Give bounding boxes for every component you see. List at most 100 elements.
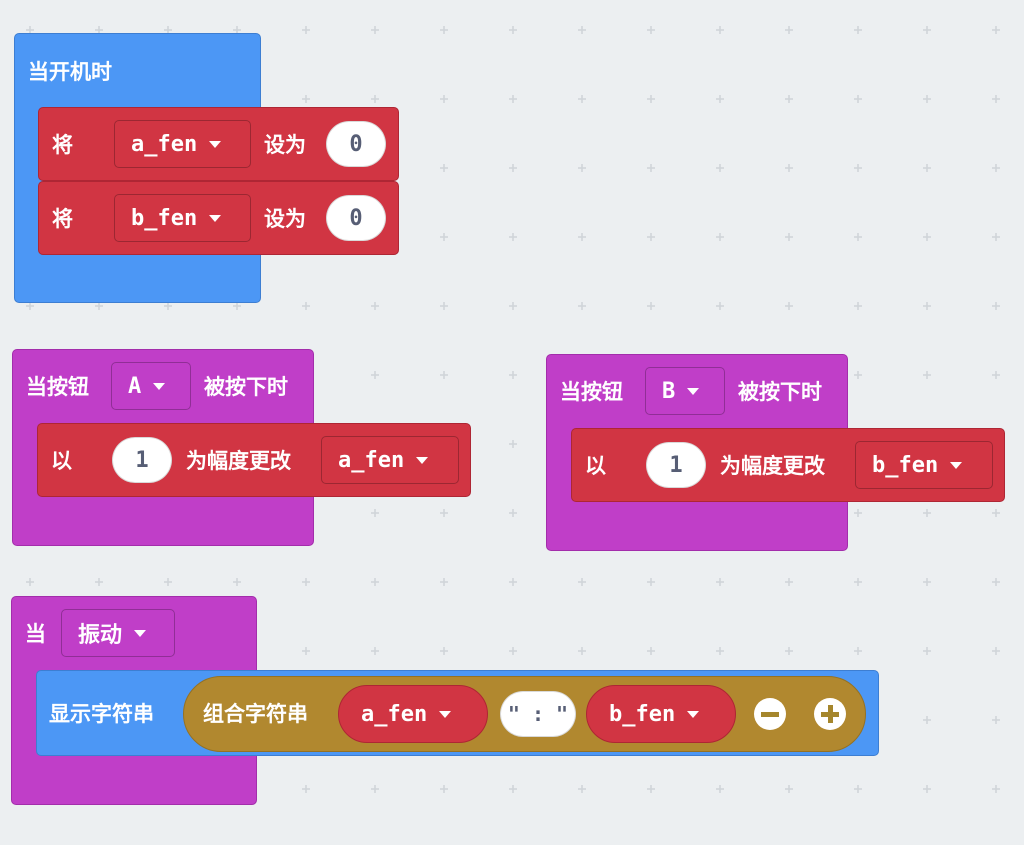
plus-bar-v xyxy=(827,705,833,723)
dropdown-caret-icon xyxy=(687,710,700,718)
dropdown-caret-icon xyxy=(950,461,963,469)
grid-cross xyxy=(647,26,655,34)
grid-cross xyxy=(854,785,862,793)
separator-text-input[interactable]: " : " xyxy=(500,691,576,737)
button-dropdown-a[interactable]: A xyxy=(111,362,191,410)
grid-cross xyxy=(440,371,448,379)
grid-cross xyxy=(923,164,931,172)
variable-name: a_fen xyxy=(131,131,198,157)
change-by-label: 为幅度更改 xyxy=(720,454,825,478)
grid-cross xyxy=(371,509,379,517)
variable-reporter-a-fen[interactable]: a_fen xyxy=(338,685,488,743)
grid-cross xyxy=(440,578,448,586)
grid-cross xyxy=(992,578,1000,586)
grid-cross xyxy=(854,509,862,517)
variable-reporter-b-fen[interactable]: b_fen xyxy=(586,685,736,743)
grid-cross xyxy=(578,302,586,310)
set-keyword: 将 xyxy=(52,207,73,231)
gesture-dropdown[interactable]: 振动 xyxy=(61,609,175,657)
on-button-suffix: 被按下时 xyxy=(738,380,822,404)
grid-cross xyxy=(785,785,793,793)
on-start-label: 当开机时 xyxy=(28,60,112,84)
grid-cross xyxy=(509,164,517,172)
variable-dropdown-b-fen[interactable]: b_fen xyxy=(114,194,251,242)
grid-cross xyxy=(509,95,517,103)
grid-cross xyxy=(95,578,103,586)
grid-cross xyxy=(164,302,172,310)
grid-cross xyxy=(509,233,517,241)
grid-cross xyxy=(164,578,172,586)
variable-dropdown-a-fen[interactable]: a_fen xyxy=(114,120,251,168)
on-button-suffix: 被按下时 xyxy=(204,375,288,399)
change-keyword: 以 xyxy=(51,449,72,473)
grid-cross xyxy=(371,302,379,310)
grid-cross xyxy=(923,509,931,517)
grid-cross xyxy=(854,578,862,586)
grid-cross xyxy=(371,785,379,793)
grid-cross xyxy=(302,647,310,655)
grid-cross xyxy=(647,785,655,793)
grid-cross xyxy=(509,647,517,655)
grid-cross xyxy=(647,95,655,103)
grid-cross xyxy=(716,647,724,655)
value-input-b-fen[interactable]: 0 xyxy=(326,195,386,241)
grid-cross xyxy=(509,578,517,586)
grid-cross xyxy=(923,233,931,241)
button-dropdown-b[interactable]: B xyxy=(645,367,725,415)
variable-name: a_fen xyxy=(338,447,405,473)
grid-cross xyxy=(854,302,862,310)
grid-cross xyxy=(716,26,724,34)
grid-cross xyxy=(647,578,655,586)
join-strings-label: 组合字符串 xyxy=(203,702,308,726)
grid-cross xyxy=(509,371,517,379)
grid-cross xyxy=(785,578,793,586)
grid-cross xyxy=(440,233,448,241)
grid-cross xyxy=(647,647,655,655)
change-keyword: 以 xyxy=(585,454,606,478)
grid-cross xyxy=(440,785,448,793)
grid-cross xyxy=(992,302,1000,310)
grid-cross xyxy=(440,509,448,517)
grid-cross xyxy=(233,578,241,586)
grid-cross xyxy=(578,647,586,655)
plus-circle-icon[interactable] xyxy=(814,698,846,730)
grid-cross xyxy=(923,371,931,379)
grid-cross xyxy=(164,26,172,34)
grid-cross xyxy=(854,164,862,172)
button-name: A xyxy=(128,373,142,399)
grid-cross xyxy=(440,95,448,103)
grid-cross xyxy=(302,26,310,34)
grid-cross xyxy=(992,509,1000,517)
change-amount-input-a[interactable]: 1 xyxy=(112,437,172,483)
grid-cross xyxy=(509,440,517,448)
grid-cross xyxy=(785,26,793,34)
grid-cross xyxy=(509,509,517,517)
dropdown-caret-icon xyxy=(134,629,147,637)
grid-cross xyxy=(716,164,724,172)
grid-cross xyxy=(578,578,586,586)
grid-cross xyxy=(578,785,586,793)
change-amount-input-b[interactable]: 1 xyxy=(646,442,706,488)
grid-cross xyxy=(992,371,1000,379)
gesture-name: 振动 xyxy=(78,623,123,648)
grid-cross xyxy=(440,302,448,310)
dropdown-caret-icon xyxy=(209,214,222,222)
variable-dropdown-a-fen[interactable]: a_fen xyxy=(321,436,459,484)
grid-cross xyxy=(992,26,1000,34)
variable-dropdown-b-fen[interactable]: b_fen xyxy=(855,441,993,489)
grid-cross xyxy=(509,302,517,310)
set-to-label: 设为 xyxy=(264,133,306,157)
grid-cross xyxy=(716,95,724,103)
grid-cross xyxy=(302,785,310,793)
grid-cross xyxy=(992,95,1000,103)
dropdown-caret-icon xyxy=(687,387,700,395)
value-input-a-fen[interactable]: 0 xyxy=(326,121,386,167)
set-to-label: 设为 xyxy=(264,207,306,231)
grid-cross xyxy=(785,647,793,655)
grid-cross xyxy=(371,26,379,34)
grid-cross xyxy=(923,95,931,103)
grid-cross xyxy=(716,302,724,310)
minus-circle-icon[interactable] xyxy=(754,698,786,730)
dropdown-caret-icon xyxy=(416,456,429,464)
grid-cross xyxy=(854,647,862,655)
